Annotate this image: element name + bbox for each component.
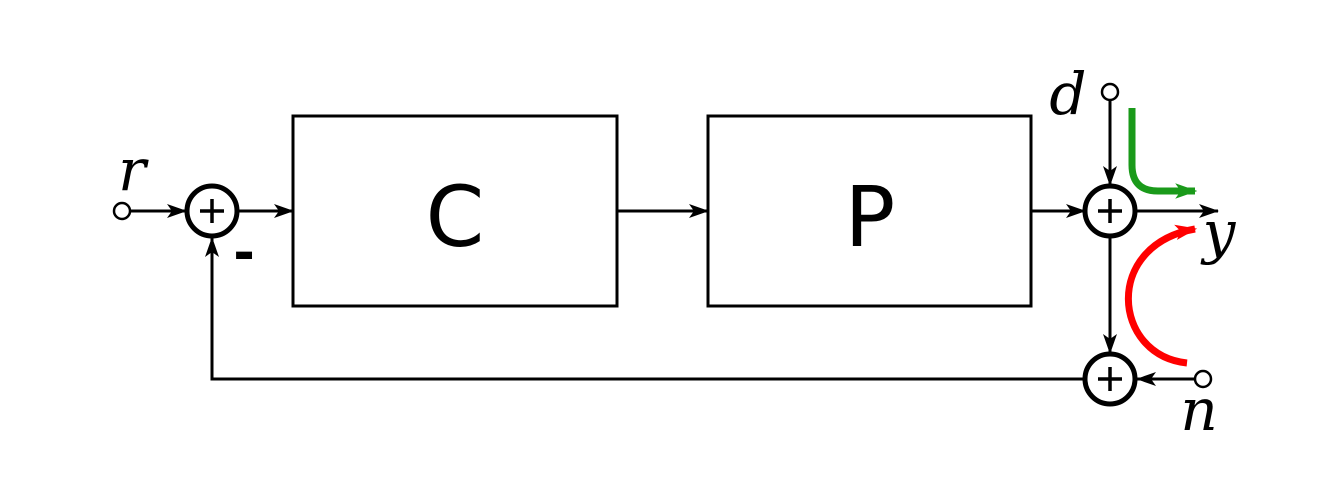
noise-label: n xyxy=(1180,376,1217,444)
noise-path-arrow xyxy=(1125,224,1198,367)
disturbance-label: d xyxy=(1049,60,1086,128)
reference-label: r xyxy=(118,136,149,204)
wire-feedback xyxy=(205,237,1085,381)
disturbance-path-arrow xyxy=(1128,108,1198,199)
output-label: y xyxy=(1200,198,1237,266)
summing-junction-output xyxy=(1082,183,1138,239)
feedback-sign-label: - xyxy=(233,223,255,283)
plant-block xyxy=(706,114,1033,308)
controller-label: C xyxy=(426,168,485,266)
reference-port xyxy=(112,201,132,221)
disturbance-port xyxy=(1100,82,1120,102)
summing-junction-reference xyxy=(184,183,240,239)
controller-block xyxy=(291,114,619,308)
summing-junction-noise xyxy=(1082,351,1138,407)
plant-label: P xyxy=(845,168,896,266)
noise-port xyxy=(1193,369,1213,389)
